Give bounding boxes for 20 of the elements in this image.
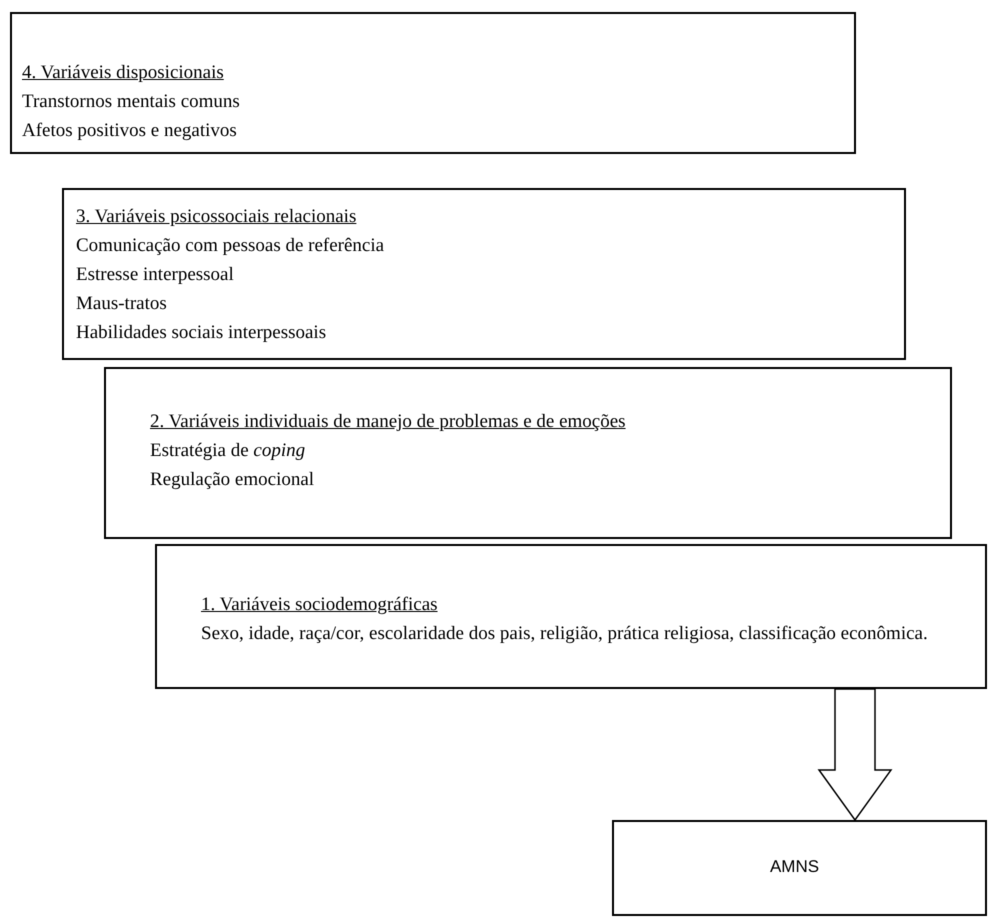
text-box [10,12,856,154]
category-heading: 1. Variáveis sociodemográficas [201,593,438,617]
variable-item: Regulação emocional [150,468,314,492]
variable-item: Habilidades sociais interpessoais [76,321,326,345]
text-box [612,820,987,916]
variable-item: Estratégia de coping [150,439,306,463]
box-label: AMNS [770,856,820,878]
text-box [104,367,952,539]
text-box [62,188,906,360]
category-heading: 2. Variáveis individuais de manejo de problemas e de emoções [150,410,626,434]
variable-item: Maus-tratos [76,292,167,316]
text-box [155,544,987,689]
variable-item: Estresse interpessoal [76,263,234,287]
category-heading: 4. Variáveis disposicionais [22,61,224,85]
variable-item: Transtornos mentais comuns [22,90,240,114]
block-arrow [818,688,892,822]
variable-item: Comunicação com pessoas de referência [76,234,384,258]
variable-item: Sexo, idade, raça/cor, escolaridade dos pais, religião, prática religiosa, classificação econômica. [201,622,928,646]
category-heading: 3. Variáveis psicossociais relacionais [76,205,356,229]
variable-item: Afetos positivos e negativos [22,119,237,143]
